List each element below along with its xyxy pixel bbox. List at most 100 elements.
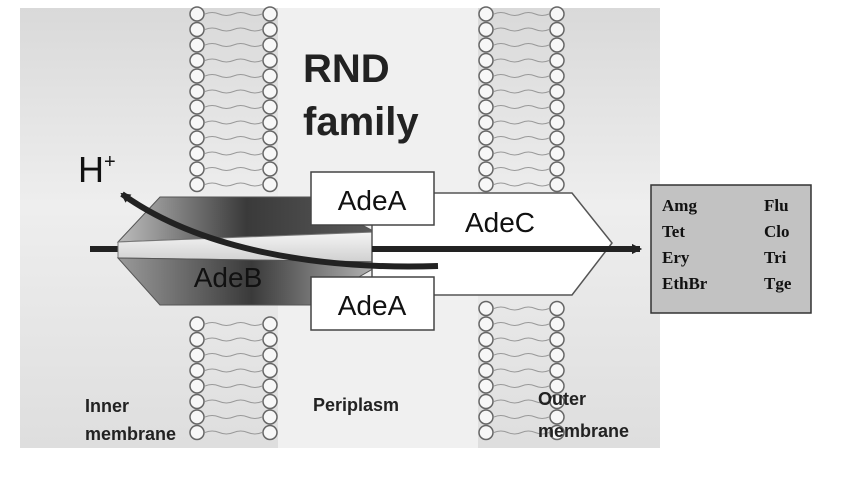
lipid-head	[549, 424, 565, 441]
lipid-head	[262, 21, 278, 38]
inner-membrane-label-line2: membrane	[85, 424, 176, 444]
lipid-tail	[493, 182, 550, 187]
lipid-tail	[204, 27, 263, 32]
lipid-head	[189, 161, 205, 177]
lipid-head	[189, 99, 205, 115]
adeA-bottom-label: AdeA	[338, 290, 407, 321]
adeA-top-rect	[310, 171, 435, 226]
lipid-head	[189, 130, 205, 146]
lipid-head	[262, 114, 278, 131]
lipid-head	[549, 145, 565, 162]
substrate-r0-c1: Flu	[764, 196, 789, 215]
lipid-head	[189, 347, 205, 363]
lipid-head	[478, 176, 494, 193]
adeA-bottom-box: AdeA	[310, 276, 435, 331]
lipid-head	[549, 37, 565, 53]
lipid-head	[549, 161, 565, 177]
lipid-tail	[493, 384, 550, 388]
lipid-head	[478, 99, 494, 115]
lipid-tail	[493, 322, 550, 326]
lipid-head	[262, 316, 278, 332]
proton-flow-arrow	[120, 191, 439, 270]
lipid-head	[478, 347, 494, 363]
substrate-r0-c0: Amg	[662, 196, 697, 215]
lipid-head	[262, 68, 278, 84]
adeC-label: AdeC	[465, 207, 535, 238]
lipid-head	[549, 362, 565, 379]
lipid-head	[189, 21, 205, 38]
adeB-label: AdeB	[194, 262, 263, 293]
lipid-head	[262, 6, 278, 22]
lipid-head	[478, 68, 494, 84]
lipid-head	[549, 378, 565, 394]
lipid-tail	[204, 89, 263, 94]
lipid-tail	[204, 182, 263, 187]
lipid-head	[262, 52, 278, 69]
lipid-tail	[204, 136, 263, 140]
lipid-head	[478, 409, 494, 425]
lipid-head	[478, 114, 494, 131]
lipid-tail	[493, 337, 550, 342]
lipid-head	[189, 83, 205, 100]
lipid-head	[262, 331, 278, 348]
lipid-tail	[204, 353, 263, 357]
title-line1: RND	[303, 47, 390, 91]
lipid-head	[478, 300, 494, 317]
lipid-tail	[493, 167, 550, 171]
lipid-head	[549, 99, 565, 115]
substrate-r3-c0: EthBr	[662, 274, 708, 293]
lipid-tail	[204, 430, 263, 435]
lipid-head	[189, 145, 205, 162]
substrate-r2-c1: Tri	[764, 248, 787, 267]
lipid-tail	[493, 58, 550, 63]
proton-base: H	[78, 149, 104, 190]
adeA-top-label: AdeA	[338, 185, 407, 216]
lipid-head	[189, 114, 205, 131]
lipid-tail	[204, 415, 263, 419]
lipid-head	[189, 52, 205, 69]
lipid-head	[478, 52, 494, 69]
lipid-head	[549, 347, 565, 363]
lipid-head	[262, 393, 278, 410]
inner-membrane-bilayer	[189, 6, 278, 441]
lipid-head	[549, 83, 565, 100]
lipid-head	[549, 130, 565, 146]
lipid-head	[189, 393, 205, 410]
lipid-head	[478, 161, 494, 177]
lipid-tail	[204, 167, 263, 171]
proton-label: H+	[78, 149, 116, 190]
lipid-head	[262, 83, 278, 100]
lipid-tail	[204, 399, 263, 404]
lipid-head	[262, 161, 278, 177]
lipid-head	[478, 21, 494, 38]
substrate-r2-c0: Ery	[662, 248, 690, 267]
lipid-head	[262, 424, 278, 441]
lipid-tail	[493, 415, 550, 419]
lipid-tail	[493, 12, 550, 16]
lipid-tail	[204, 12, 263, 16]
lipid-tail	[204, 120, 263, 125]
lipid-head	[478, 362, 494, 379]
adeA-top-box: AdeA	[310, 171, 435, 226]
lipid-head	[262, 378, 278, 394]
lipid-head	[549, 331, 565, 348]
lipid-tail	[204, 151, 263, 156]
lipid-head	[478, 331, 494, 348]
substrate-r1-c0: Tet	[662, 222, 685, 241]
lipid-tail	[493, 430, 550, 435]
lipid-head	[189, 362, 205, 379]
lipid-tail	[493, 399, 550, 404]
lipid-tail	[493, 120, 550, 125]
lipid-tail	[493, 306, 550, 311]
lipid-head	[189, 68, 205, 84]
lipid-head	[262, 362, 278, 379]
lipid-head	[549, 21, 565, 38]
lipid-tail	[204, 58, 263, 63]
lipid-head	[262, 145, 278, 162]
lipid-head	[189, 331, 205, 348]
substrate-box: Amg Flu Tet Clo Ery Tri EthBr Tge	[650, 184, 812, 314]
lipid-head	[478, 145, 494, 162]
substrate-r1-c1: Clo	[764, 222, 790, 241]
